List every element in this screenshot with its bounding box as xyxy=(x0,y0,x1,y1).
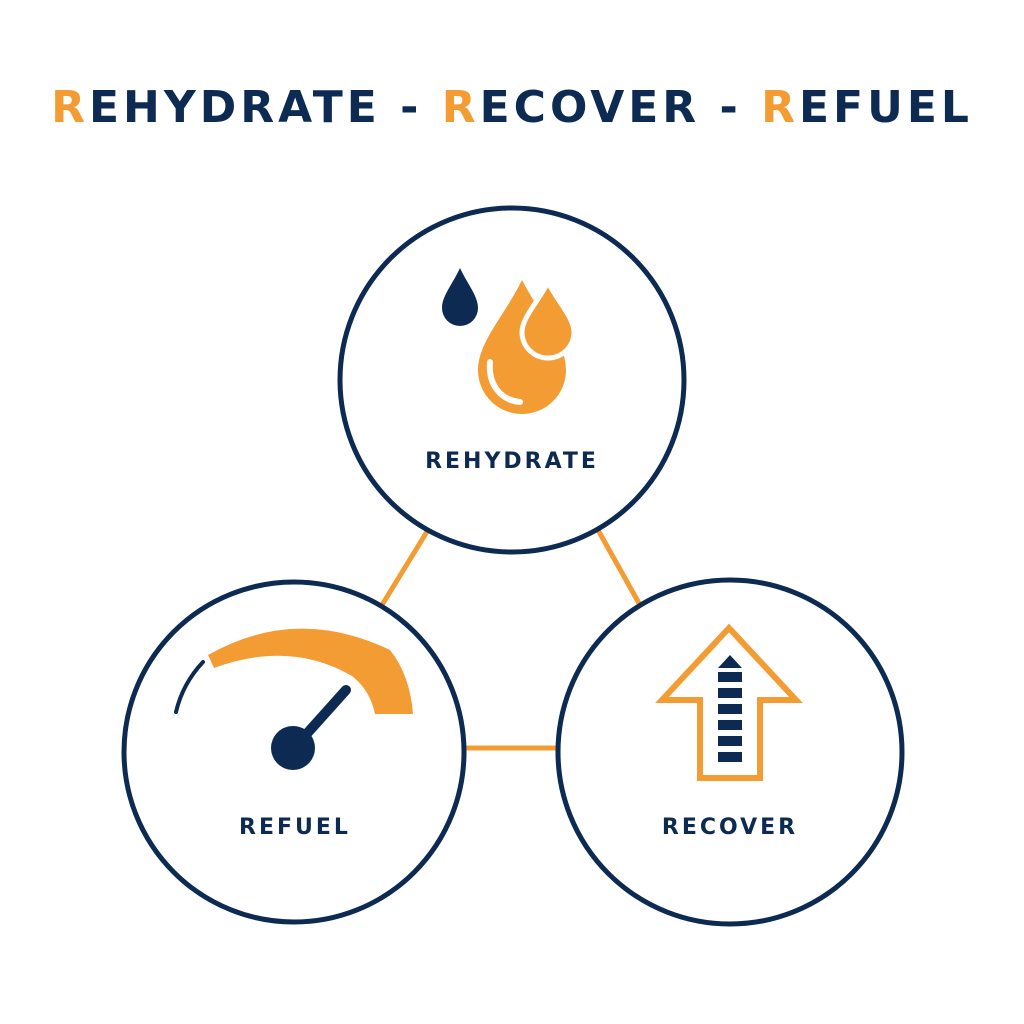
title-word-2: ECOVER xyxy=(479,82,701,133)
node-recover: RECOVER xyxy=(555,577,905,927)
gauge-thin-arc xyxy=(174,660,205,714)
gauge-pivot xyxy=(271,726,315,770)
gauge-icon xyxy=(174,628,413,770)
drop-highlight xyxy=(486,359,523,405)
battery-bar-2 xyxy=(718,688,742,698)
medium-orange-drop xyxy=(519,276,577,361)
title-separator-1: - xyxy=(380,82,442,133)
connector-rehydrate-refuel xyxy=(379,528,431,607)
arrow-outline xyxy=(655,623,803,781)
title-initial-2: R xyxy=(441,82,480,133)
large-orange-drop xyxy=(478,280,566,414)
battery-bar-6 xyxy=(718,752,742,762)
node-recover-label: RECOVER xyxy=(662,815,798,840)
title-initial-1: R xyxy=(51,82,89,133)
node-rehydrate-label: REHYDRATE xyxy=(425,449,599,474)
page-title: REHYDRATE - RECOVER - REFUEL xyxy=(0,82,1024,133)
battery-bar-5 xyxy=(718,736,742,746)
node-refuel-label: REFUEL xyxy=(239,815,351,840)
title-separator-2: - xyxy=(700,82,762,133)
node-refuel: REFUEL xyxy=(121,579,467,925)
battery-arrow-up-icon xyxy=(655,623,803,781)
title-word-1: EHYDRATE xyxy=(88,82,381,133)
small-navy-drop xyxy=(442,268,478,326)
title-word-3: EFUEL xyxy=(798,82,973,133)
battery-bar-3 xyxy=(718,704,742,714)
connector-rehydrate-recover xyxy=(595,528,643,607)
battery-bar-1 xyxy=(718,672,742,682)
water-drops-icon xyxy=(442,268,577,414)
node-rehydrate: REHYDRATE xyxy=(337,205,687,555)
gauge-thick-arc xyxy=(208,628,413,714)
battery-tip xyxy=(718,655,742,668)
title-initial-3: R xyxy=(761,82,799,133)
battery-bar-4 xyxy=(718,720,742,730)
